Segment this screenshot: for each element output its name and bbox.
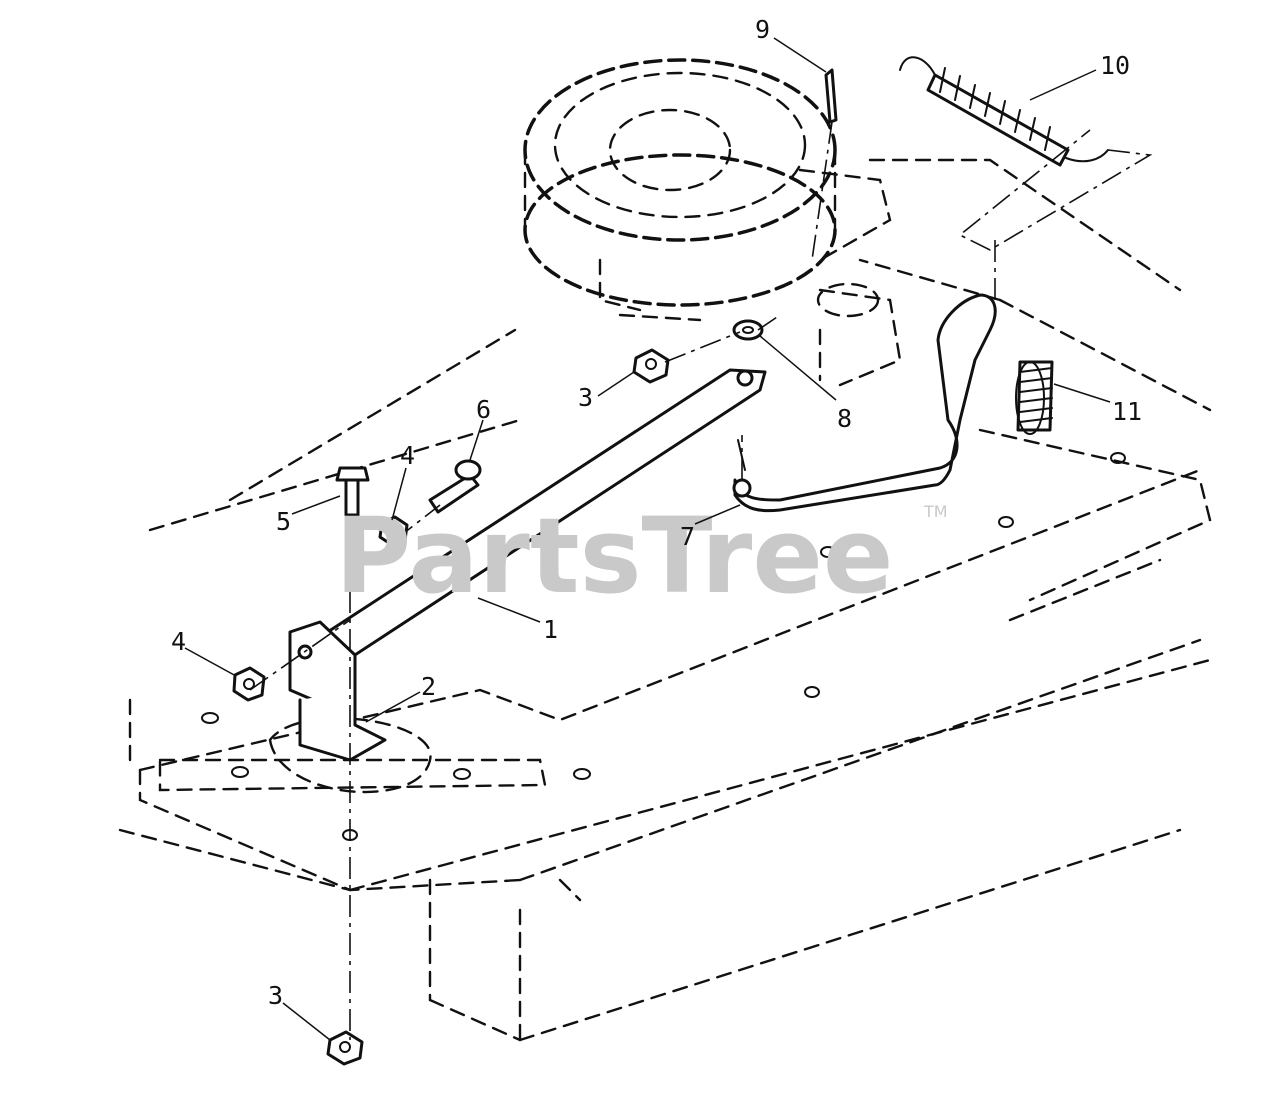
callout-4-lower: 4 <box>171 627 237 677</box>
cotter-pin-part-9 <box>824 68 838 124</box>
engine-pulley-reference <box>523 58 902 387</box>
hex-nut-part-3-lower <box>326 1030 364 1066</box>
callout-8: 8 <box>759 335 852 433</box>
callout-11: 11 <box>1053 383 1142 426</box>
callout-1: 1 <box>477 597 558 644</box>
hex-nut-part-3-upper <box>632 348 670 384</box>
callouts: 1 2 3 3 4 4 5 6 <box>171 15 1142 1041</box>
svg-text:7: 7 <box>680 522 695 551</box>
svg-text:8: 8 <box>837 404 852 433</box>
callout-5: 5 <box>276 495 341 536</box>
callout-3-lower: 3 <box>268 981 331 1041</box>
svg-text:3: 3 <box>268 981 283 1010</box>
svg-text:4: 4 <box>400 441 415 470</box>
callout-2: 2 <box>365 672 436 723</box>
washer-part-8 <box>732 319 764 341</box>
deck-frame-outline <box>118 158 1212 1042</box>
svg-text:9: 9 <box>755 15 770 44</box>
callout-10: 10 <box>1029 51 1130 101</box>
mounting-bracket <box>288 620 387 762</box>
callout-6: 6 <box>469 395 491 461</box>
watermark-brand: PartsTree <box>335 495 893 617</box>
watermark-trademark: TM <box>923 502 948 521</box>
svg-text:1: 1 <box>543 615 558 644</box>
lock-nut-part-4-upper <box>378 515 409 547</box>
callout-4-upper: 4 <box>391 441 415 521</box>
clutch-rod <box>732 293 997 513</box>
svg-text:10: 10 <box>1100 51 1130 80</box>
callout-3-upper: 3 <box>578 371 635 412</box>
alignment-lines <box>249 121 1153 1040</box>
bolt-part-6 <box>428 459 482 514</box>
watermark: PartsTree TM <box>335 495 948 617</box>
deck-holes <box>201 452 1126 841</box>
svg-text:4: 4 <box>171 627 186 656</box>
svg-text:5: 5 <box>276 507 291 536</box>
callout-9: 9 <box>755 15 827 73</box>
hex-bolt-part-5 <box>335 466 370 517</box>
callout-7: 7 <box>680 504 741 551</box>
svg-text:6: 6 <box>476 395 491 424</box>
svg-text:2: 2 <box>421 672 436 701</box>
extension-spring-part-10 <box>899 56 1109 167</box>
svg-text:3: 3 <box>578 383 593 412</box>
lock-nut-part-4-lower <box>232 666 266 702</box>
compression-spring-part-11 <box>1015 360 1054 435</box>
svg-text:11: 11 <box>1112 397 1142 426</box>
